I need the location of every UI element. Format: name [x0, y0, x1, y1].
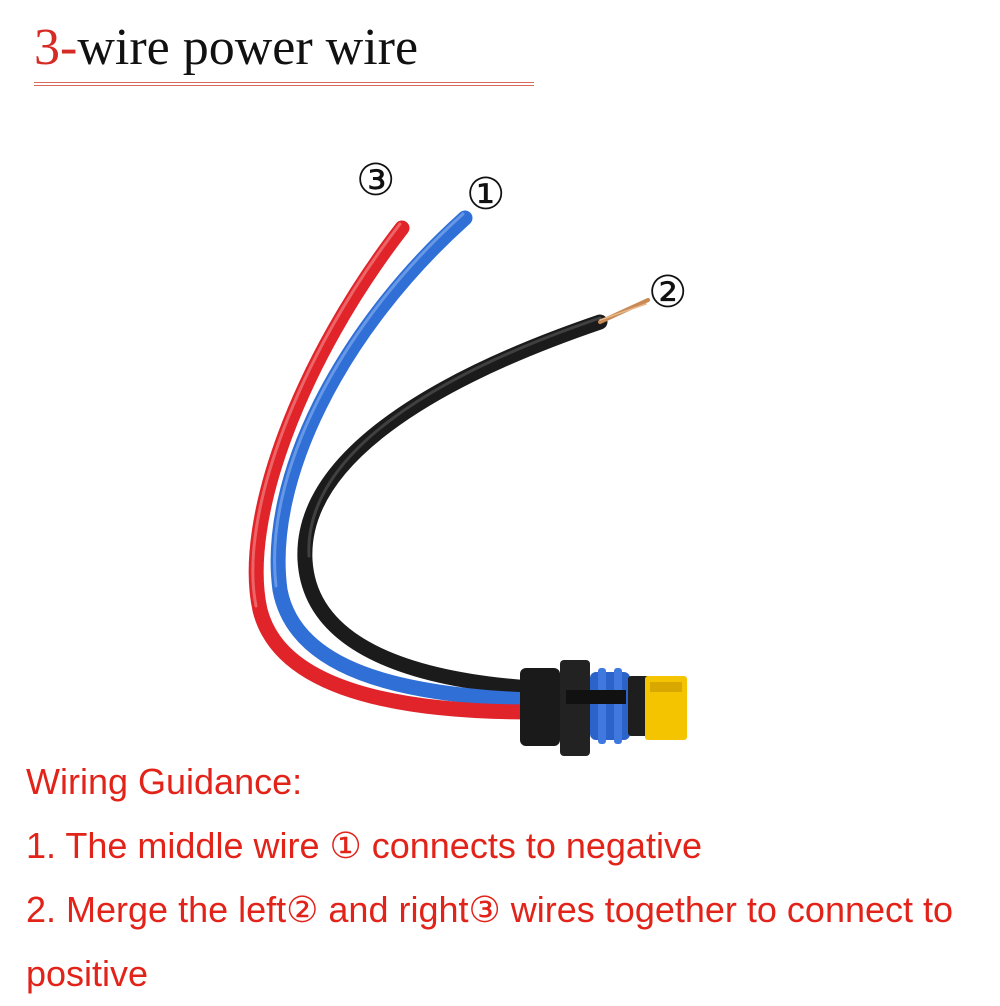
black-wire-highlight — [307, 316, 602, 558]
wire-marker-2: ② — [648, 267, 688, 318]
wire-marker-3: ③ — [356, 155, 396, 206]
page-title: 3-wire power wire — [34, 18, 418, 78]
wire-marker-1: ① — [466, 169, 506, 220]
copper-wire-tip-strand — [599, 303, 647, 321]
black-wire — [297, 314, 608, 696]
guidance-line-2: 2. Merge the left② and right③ wires toge… — [26, 889, 954, 930]
title-main: wire power wire — [77, 19, 419, 76]
title-accent: 3- — [34, 19, 78, 76]
guidance-heading: Wiring Guidance: — [26, 761, 303, 802]
red-wire — [248, 220, 538, 720]
blue-wire-highlight — [273, 212, 465, 588]
wiring-guidance: Wiring Guidance: 1. The middle wire ① co… — [26, 750, 986, 1006]
guidance-line-1: 1. The middle wire ① connects to negativ… — [26, 825, 702, 866]
guidance-line-3: positive — [26, 953, 149, 994]
waterproof-connector — [520, 660, 687, 756]
title-underline — [34, 82, 534, 86]
blue-wire — [270, 210, 538, 708]
red-wire-highlight — [251, 222, 402, 608]
